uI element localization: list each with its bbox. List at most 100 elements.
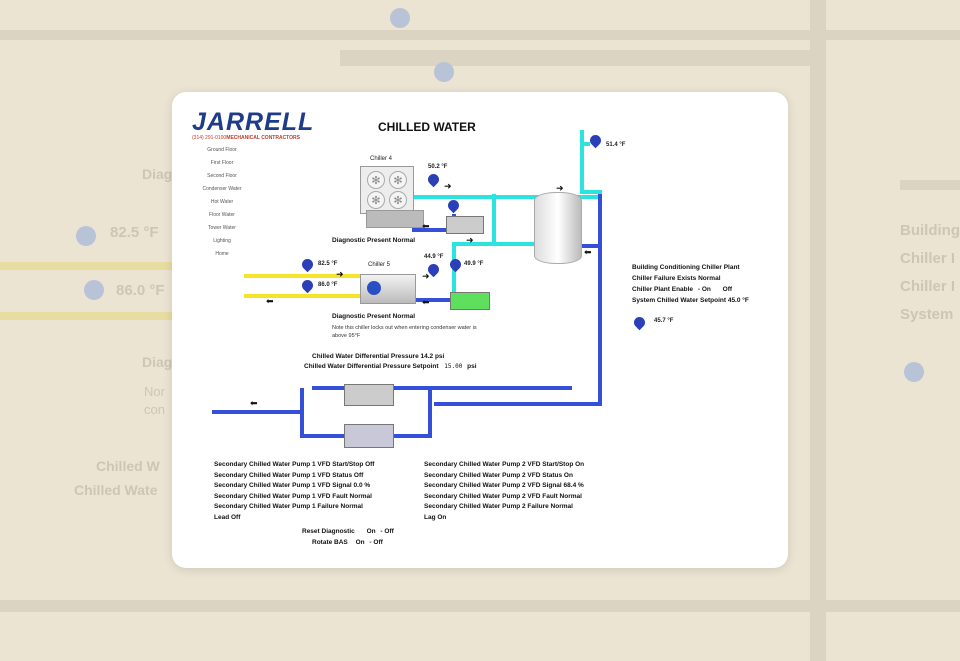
flow-arrow-icon: ➜: [466, 235, 474, 245]
nav-item-home[interactable]: Home: [215, 251, 229, 257]
pump2-failure: Secondary Chilled Water Pump 2 Failure N…: [424, 503, 573, 510]
chiller5-diagnostic: Diagnostic Present Normal: [332, 313, 416, 320]
bg-sensor-icon: [84, 280, 104, 300]
reset-diagnostic-off-button[interactable]: - Off: [380, 528, 394, 535]
expansion-tank: [534, 192, 582, 264]
bg-label: Chiller I: [900, 250, 956, 267]
bg-label: System: [900, 306, 954, 323]
bas-graphic-panel: JARRELL (314) 291-0100 MECHANICAL CONTRA…: [172, 92, 788, 568]
temp-supply-header: 51.4 °F: [606, 142, 626, 148]
bg-label: Diagn: [142, 166, 181, 182]
condenser-pipe: [244, 294, 364, 298]
motor-icon: [367, 281, 381, 295]
plant-setpoint: System Chilled Water Setpoint 45.0 °F: [632, 297, 749, 304]
temp-sensor-icon[interactable]: [425, 261, 442, 278]
nav-item-condenser-water[interactable]: Condenser Water: [202, 186, 242, 192]
dp-value: Chilled Water Differential Pressure 14.2…: [312, 353, 445, 360]
temp-chiller5-entering: 49.9 °F: [464, 261, 484, 267]
pump2-vfd-fault: Secondary Chilled Water Pump 2 VFD Fault…: [424, 492, 582, 500]
chilled-supply-pipe: [580, 142, 590, 146]
nav-item-floor-water[interactable]: Floor Water: [209, 212, 235, 218]
pump2-status-list: Secondary Chilled Water Pump 2 VFD Start…: [424, 461, 584, 524]
chilled-supply-pipe: [492, 194, 496, 244]
chilled-supply-pipe: [412, 195, 602, 199]
plant-enable-row: Chiller Plant Enable - On Off: [632, 286, 732, 293]
rotate-bas-off-button[interactable]: - Off: [369, 539, 383, 546]
primary-pump-2[interactable]: [450, 292, 490, 310]
primary-pump-1[interactable]: [446, 216, 484, 234]
chilled-supply-pipe: [580, 190, 602, 194]
chilled-supply-pipe: [580, 130, 584, 194]
temp-sensor-icon[interactable]: [425, 171, 442, 188]
flow-arrow-icon: ⬅: [422, 221, 430, 231]
pump1-vfd-status: Secondary Chilled Water Pump 1 VFD Statu…: [214, 471, 364, 479]
nav-item-second-floor[interactable]: Second Floor: [207, 173, 237, 179]
plant-enable-off-button[interactable]: Off: [722, 286, 733, 293]
chilled-supply-pipe: [452, 242, 542, 246]
pump2-start-stop: Secondary Chilled Water Pump 2 VFD Start…: [424, 461, 585, 468]
bg-temp: 82.5 °F: [110, 224, 159, 241]
flow-arrow-icon: ⬅: [250, 398, 258, 408]
nav-item-first-floor[interactable]: First Floor: [210, 160, 234, 166]
temp-sensor-icon[interactable]: [587, 132, 604, 149]
temp-condenser-entering: 86.0 °F: [318, 282, 338, 288]
bg-sensor-icon: [904, 362, 924, 382]
rotate-bas-on-button[interactable]: On: [355, 539, 365, 546]
plant-failure-status: Chiller Failure Exists Normal: [632, 275, 721, 282]
chiller5-unit[interactable]: [360, 274, 416, 304]
reset-diagnostic-on-button[interactable]: On: [366, 528, 376, 535]
temp-sensor-icon[interactable]: [631, 314, 648, 331]
pump2-vfd-signal: Secondary Chilled Water Pump 2 VFD Signa…: [424, 482, 584, 489]
page-title: CHILLED WATER: [378, 120, 476, 134]
bg-label: Building: [900, 222, 960, 239]
nav-item-ground-floor[interactable]: Ground Floor: [207, 147, 237, 153]
company-logo: JARRELL (314) 291-0100 MECHANICAL CONTRA…: [192, 108, 314, 141]
pump1-status-list: Secondary Chilled Water Pump 1 VFD Start…: [214, 461, 374, 524]
dp-setpoint-row: Chilled Water Differential Pressure Setp…: [304, 363, 477, 370]
bg-sensor-icon: [390, 8, 410, 28]
pump2-lag: Lag On: [424, 513, 447, 521]
temp-sensor-icon[interactable]: [299, 256, 316, 273]
reset-diagnostic-row: Reset Diagnostic On - Off: [302, 528, 394, 535]
logo-name: JARRELL: [192, 108, 315, 136]
bg-label: Nor: [144, 384, 165, 399]
nav-item-hot-water[interactable]: Hot Water: [210, 199, 234, 205]
secondary-pump-2[interactable]: [344, 424, 394, 448]
nav-item-lighting[interactable]: Lighting: [213, 238, 231, 244]
rotate-bas-row: Rotate BAS On - Off: [312, 539, 383, 546]
temp-condenser-leaving: 82.5 °F: [318, 261, 338, 267]
bg-temp: 86.0 °F: [116, 282, 165, 299]
pump1-start-stop: Secondary Chilled Water Pump 1 VFD Start…: [214, 461, 375, 468]
pump1-vfd-fault: Secondary Chilled Water Pump 1 VFD Fault…: [214, 492, 372, 500]
chilled-return-pipe: [598, 194, 602, 406]
pump1-lead: Lead Off: [214, 513, 241, 521]
nav-item-tower-water[interactable]: Tower Water: [208, 225, 236, 231]
condenser-pipe: [244, 274, 364, 278]
pump2-vfd-status: Secondary Chilled Water Pump 2 VFD Statu…: [424, 471, 573, 479]
chilled-return-pipe: [428, 388, 432, 438]
flow-arrow-icon: ⬅: [422, 297, 430, 307]
bg-label: Chilled W: [96, 458, 160, 474]
flow-arrow-icon: ➜: [444, 181, 452, 191]
chiller4-label: Chiller 4: [370, 156, 393, 162]
flow-arrow-icon: ➜: [556, 183, 564, 193]
dp-setpoint-unit: psi: [467, 363, 477, 370]
chilled-return-pipe: [434, 402, 602, 406]
plant-enable-label: Chiller Plant Enable: [632, 286, 694, 293]
chiller5-note: Note this chiller locks out when enterin…: [332, 325, 477, 339]
temp-sensor-icon[interactable]: [445, 197, 462, 214]
dp-setpoint-input[interactable]: 15.00: [444, 363, 463, 370]
flow-arrow-icon: ➜: [336, 269, 344, 279]
chiller5-label: Chiller 5: [368, 262, 391, 268]
flow-arrow-icon: ➜: [422, 271, 430, 281]
chiller4-unit[interactable]: ✻ ✻ ✻ ✻: [360, 166, 414, 214]
chilled-return-pipe: [412, 228, 456, 232]
logo-subtitle: MECHANICAL CONTRACTORS: [226, 135, 300, 141]
secondary-pump-1[interactable]: [344, 384, 394, 406]
bg-label: Diag: [142, 354, 173, 370]
chilled-return-pipe: [408, 298, 456, 302]
bg-sensor-icon: [434, 62, 454, 82]
temp-sensor-icon[interactable]: [447, 256, 464, 273]
plant-enable-on-button[interactable]: - On: [697, 286, 711, 293]
temp-sensor-icon[interactable]: [299, 277, 316, 294]
